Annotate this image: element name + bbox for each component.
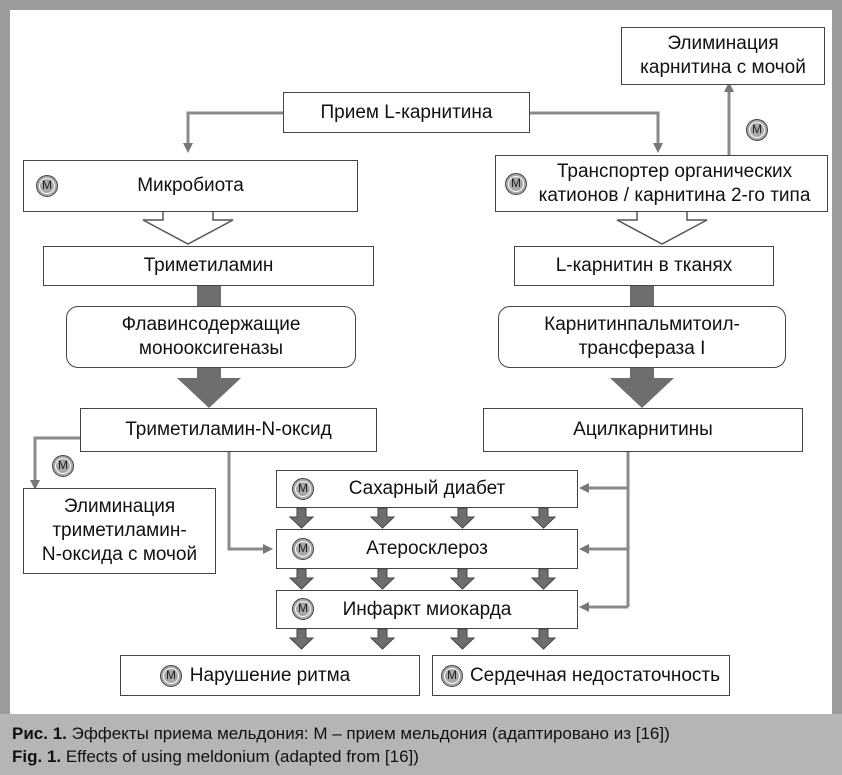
node-elimination-tmao: Элиминация триметиламин- N-оксида с мочо…	[23, 488, 216, 574]
node-elimination-tmao-line3: N-оксида с мочой	[41, 543, 198, 565]
node-arrhythmia-label: Нарушение ритма	[189, 664, 351, 686]
node-elimination-carnitine: Элиминация карнитина с мочой	[621, 27, 825, 85]
hollow-arrow-transporter	[616, 212, 708, 245]
node-cpt-line2: трансфераза I	[578, 338, 706, 359]
meldonium-marker-icon: M	[441, 665, 463, 687]
arrow-intake-microbiota	[183, 111, 283, 153]
meldonium-marker-icon: M	[292, 598, 314, 620]
node-trimethylamine: Триметиламин	[43, 246, 374, 286]
node-heart-failure: Сердечная недостаточность	[432, 655, 730, 696]
node-elimination-carnitine-line2: карнитина с мочой	[640, 57, 806, 78]
arrow-intake-transporter	[530, 111, 663, 153]
node-cpt-line1: Карнитинпальмитоил-	[544, 314, 740, 336]
meldonium-marker-icon: M	[292, 538, 314, 560]
node-lcarnitine-tissue: L-карнитин в тканях	[514, 246, 774, 286]
node-elimination-tmao-line1: Элиминация	[63, 496, 176, 518]
node-fmo-line1: Флавинсодержащие	[121, 314, 301, 336]
node-elimination-tmao-line2: триметиламин-	[52, 520, 187, 542]
node-trimethylamine-label: Триметиламин	[143, 255, 274, 277]
node-intake: Прием L-карнитина	[283, 92, 530, 133]
meldonium-marker-icon: M	[160, 665, 182, 687]
node-tmao: Триметиламин-N-оксид	[80, 408, 377, 452]
caption-en-text: Effects of using meldonium (adapted from…	[61, 747, 419, 766]
node-transporter-line2: катионов / карнитина 2-го типа	[538, 184, 811, 206]
small-arrows	[288, 507, 557, 650]
node-diabetes: Сахарный диабет	[276, 470, 578, 508]
node-acylcarnitines-label: Ацилкарнитины	[573, 419, 713, 441]
node-microbiota: Микробиота	[23, 160, 358, 212]
node-transporter: Транспортер органических катионов / карн…	[495, 155, 828, 212]
node-cpt: Карнитинпальмитоил- трансфераза I	[498, 306, 786, 368]
node-acylcarnitines: Ацилкарнитины	[483, 408, 803, 452]
node-infarction-label: Инфаркт миокарда	[342, 598, 512, 620]
caption-ru: Рис. 1. Эффекты приема мельдония: М – пр…	[12, 722, 830, 745]
meldonium-marker-icon: M	[505, 173, 527, 195]
caption-ru-prefix: Рис. 1.	[12, 724, 67, 743]
caption-en-prefix: Fig. 1.	[12, 747, 62, 766]
dark-arrow-cpt-acyl	[610, 367, 674, 408]
arrow-tmao-atherosclerosis	[227, 452, 273, 554]
dark-arrow-fmo-tmao	[177, 367, 241, 408]
node-tmao-label: Триметиламин-N-оксид	[125, 419, 332, 441]
dark-connector-lcarn-cpt	[630, 284, 654, 306]
figure-caption: Рис. 1. Эффекты приема мельдония: М – пр…	[0, 714, 842, 775]
meldonium-marker-icon: M	[36, 175, 58, 197]
meldonium-marker-icon: M	[292, 478, 314, 500]
node-atherosclerosis: Атеросклероз	[276, 529, 578, 569]
node-atherosclerosis-label: Атеросклероз	[366, 538, 488, 560]
node-microbiota-label: Микробиота	[137, 175, 244, 197]
caption-ru-text: Эффекты приема мельдония: М – прием мель…	[66, 724, 670, 743]
meldonium-marker-icon: M	[52, 455, 74, 477]
node-lcarnitine-tissue-label: L-карнитин в тканях	[555, 255, 733, 277]
hollow-arrow-microbiota	[142, 212, 234, 245]
node-elimination-carnitine-line1: Элиминация	[667, 33, 779, 55]
node-heart-failure-label: Сердечная недостаточность	[469, 664, 721, 686]
meldonium-marker-icon: M	[746, 119, 768, 141]
node-transporter-line1: Транспортер органических	[556, 160, 793, 182]
node-fmo-line2: монооксигеназы	[138, 338, 284, 359]
arrow-tmao-elimination	[30, 436, 80, 490]
dark-connector-tma-fmo	[197, 284, 221, 306]
caption-en: Fig. 1. Effects of using meldonium (adap…	[12, 745, 830, 768]
node-diabetes-label: Сахарный диабет	[348, 478, 506, 500]
node-fmo: Флавинсодержащие монооксигеназы	[66, 306, 356, 368]
node-intake-label: Прием L-карнитина	[320, 101, 493, 123]
node-infarction: Инфаркт миокарда	[276, 590, 578, 629]
